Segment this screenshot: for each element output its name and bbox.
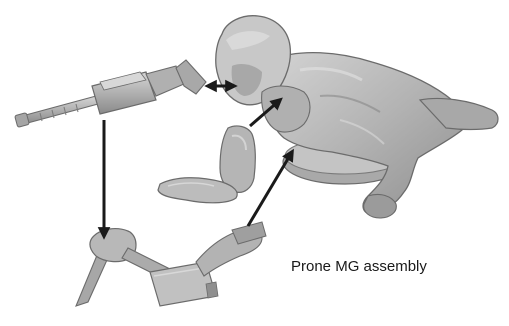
caption: Prone MG assembly — [291, 258, 427, 275]
machine-gun — [15, 60, 206, 127]
soldier-body — [216, 16, 498, 218]
arm-piece — [220, 126, 255, 192]
